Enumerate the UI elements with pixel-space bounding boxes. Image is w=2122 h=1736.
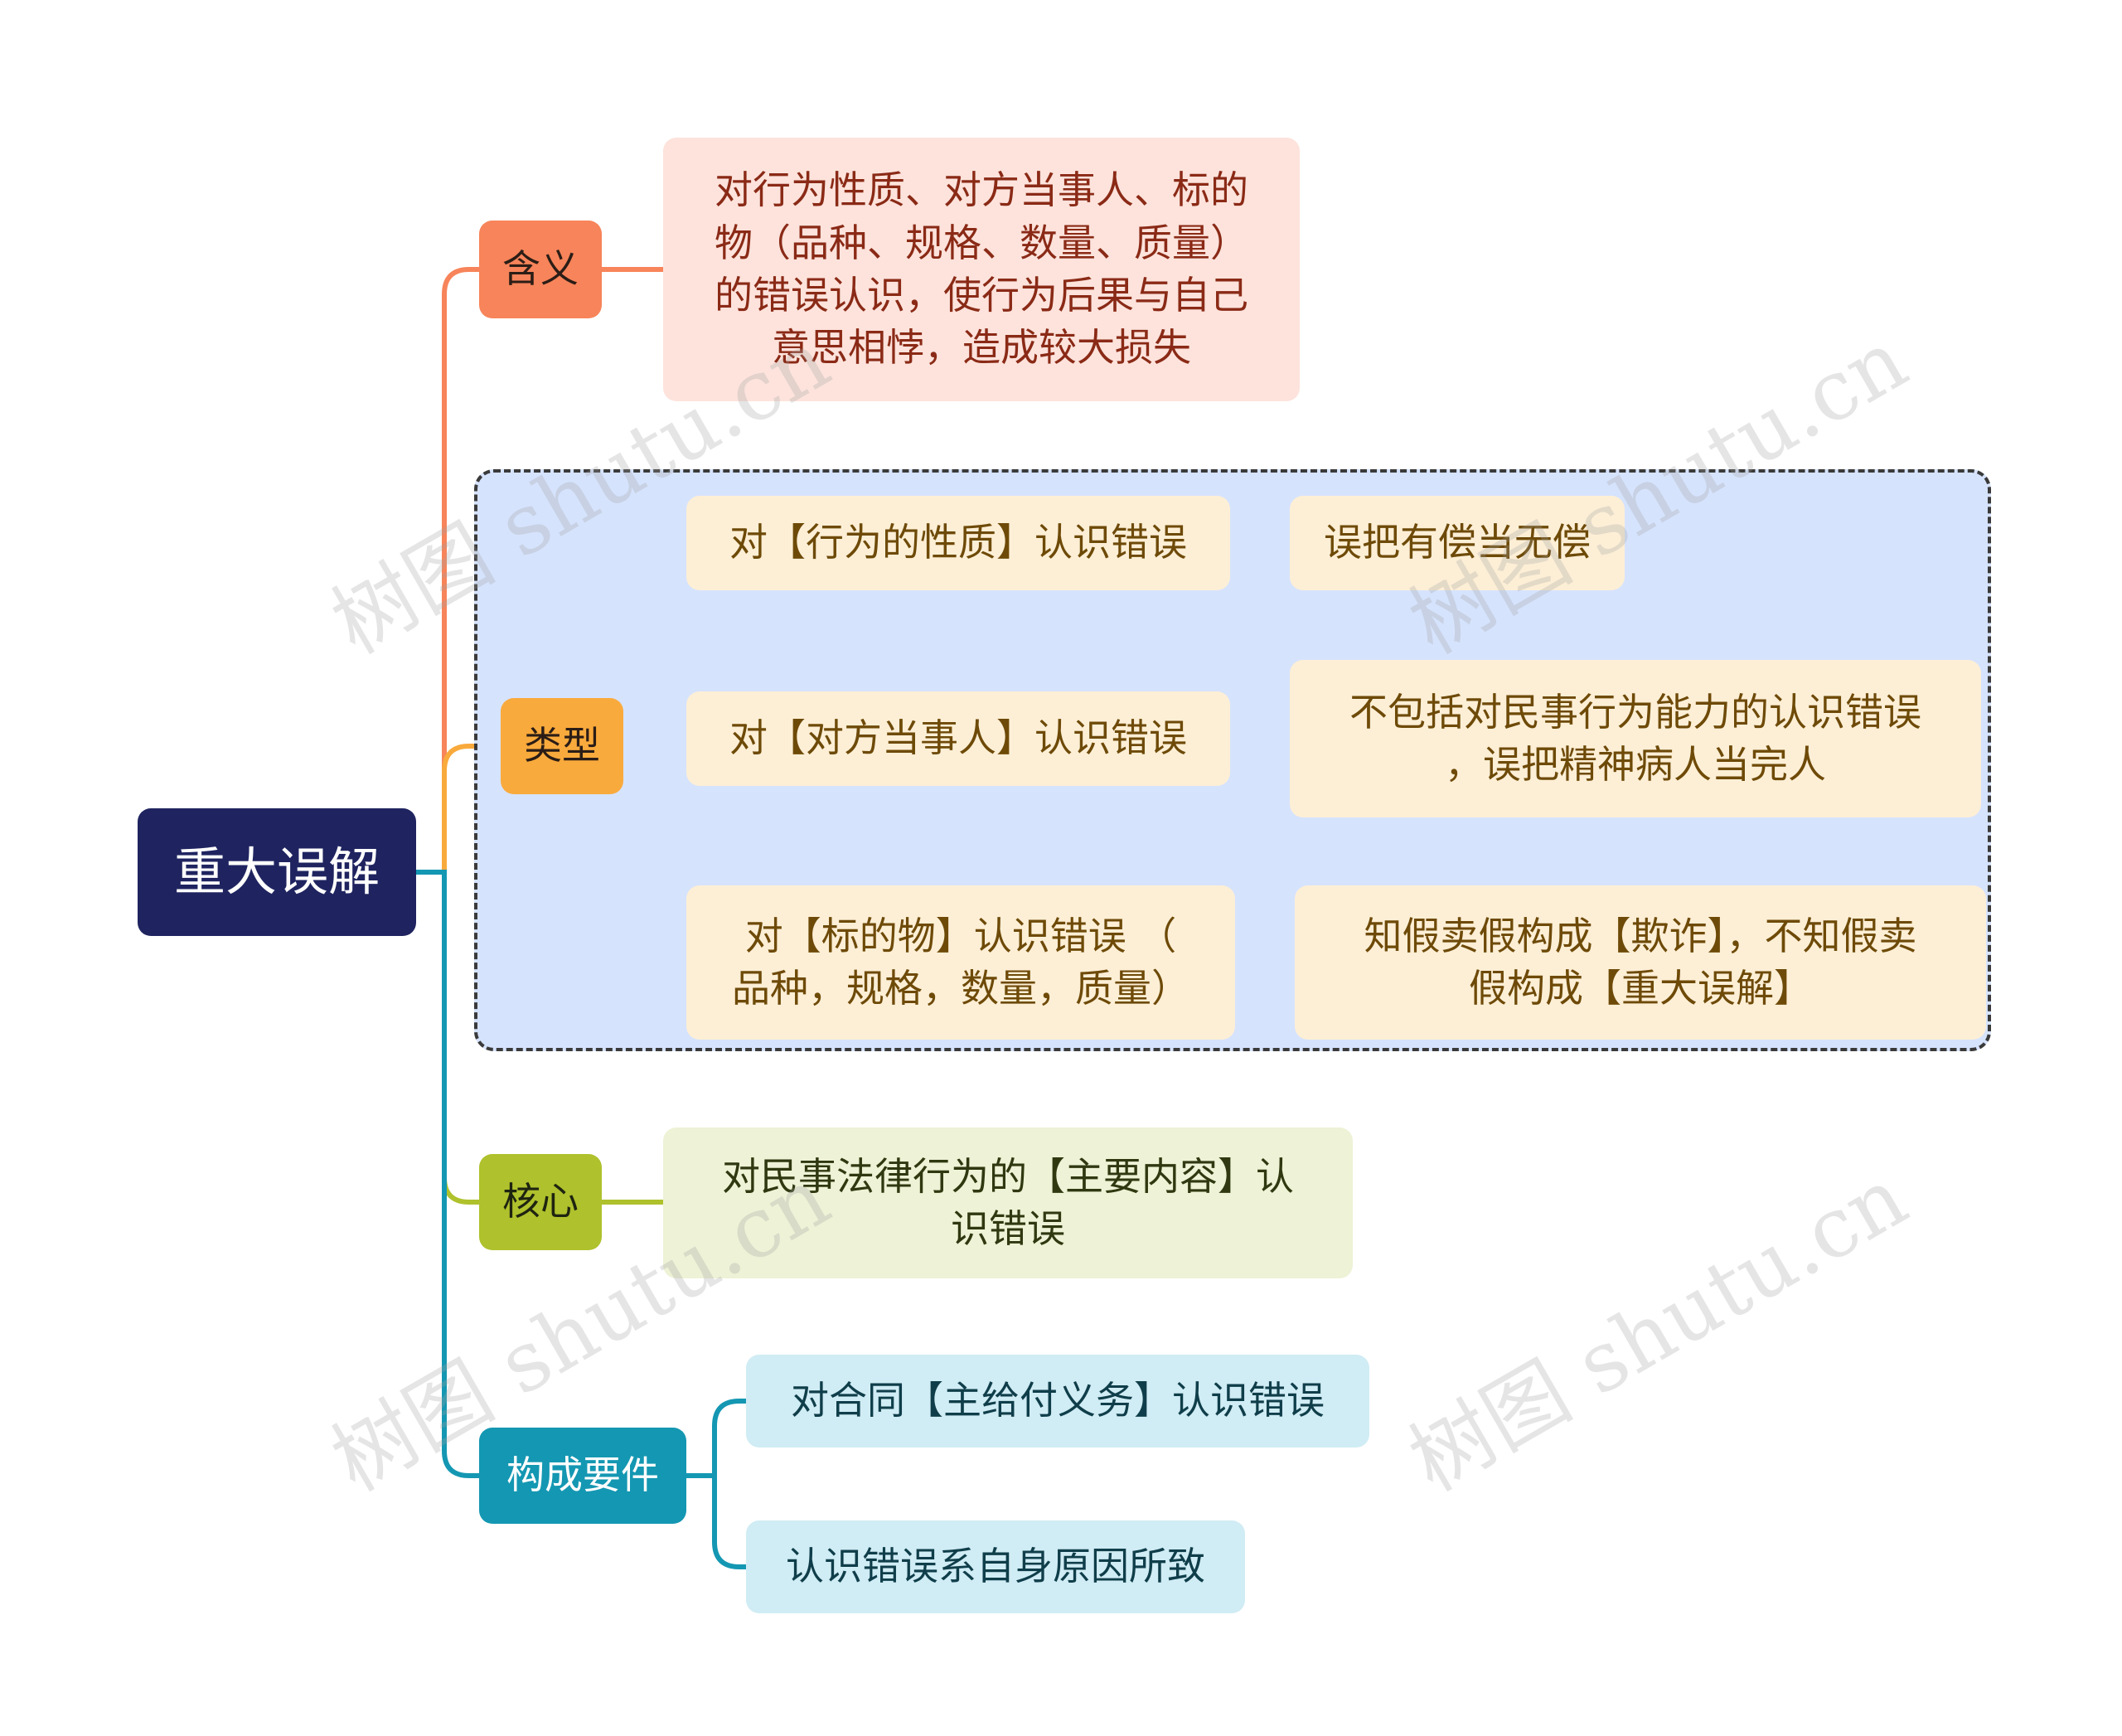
branch-meaning-label: 含义 (502, 246, 579, 292)
type-item-nature-detail[interactable]: 误把有偿当无偿 (1290, 496, 1625, 590)
type-item-nature[interactable]: 对【行为的性质】认识错误 (686, 496, 1230, 590)
type-item-party-detail[interactable]: 不包括对民事行为能力的认识错误 ，误把精神病人当完人 (1290, 660, 1981, 817)
meaning-detail-line: 物（品种、规格、数量、质量） (715, 220, 1248, 265)
type-item-label: 对【对方当事人】认识错误 (729, 715, 1187, 761)
type-item-detail: 误把有偿当无偿 (1324, 520, 1591, 565)
branch-meaning[interactable]: 含义 (479, 221, 602, 318)
root-topic-label: 重大误解 (173, 841, 380, 903)
element-item-label: 认识错误系自身原因所致 (786, 1544, 1205, 1589)
branch-elements-label: 构成要件 (506, 1452, 659, 1498)
branch-elements[interactable]: 构成要件 (479, 1428, 686, 1524)
branch-types[interactable]: 类型 (501, 698, 623, 794)
core-detail-line: 对民事法律行为的【主要内容】认 (722, 1153, 1294, 1199)
type-item-detail: 知假卖假构成【欺诈】，不知假卖 (1364, 913, 1917, 958)
link-elements-item1 (686, 1399, 746, 1478)
type-item-detail: 假构成【重大误解】 (1469, 966, 1812, 1011)
link-root-elements (416, 870, 479, 1478)
type-item-detail: 不包括对民事行为能力的认识错误 (1349, 689, 1921, 735)
element-item-self-cause[interactable]: 认识错误系自身原因所致 (746, 1520, 1245, 1613)
type-item-party[interactable]: 对【对方当事人】认识错误 (686, 691, 1230, 786)
type-item-subject[interactable]: 对【标的物】认识错误 （ 品种，规格，数量，质量） (686, 885, 1235, 1040)
meaning-detail[interactable]: 对行为性质、对方当事人、标的 物（品种、规格、数量、质量） 的错误认识，使行为后… (663, 138, 1300, 401)
type-item-detail: ，误把精神病人当完人 (1445, 742, 1826, 787)
core-detail[interactable]: 对民事法律行为的【主要内容】认 识错误 (663, 1127, 1353, 1278)
meaning-detail-line: 对行为性质、对方当事人、标的 (715, 167, 1248, 213)
meaning-detail-line: 的错误认识，使行为后果与自己 (715, 273, 1248, 318)
type-item-label: 对【行为的性质】认识错误 (729, 520, 1187, 565)
branch-types-label: 类型 (524, 723, 600, 769)
link-root-types (416, 744, 501, 875)
root-topic[interactable]: 重大误解 (138, 808, 416, 936)
core-detail-line: 识错误 (951, 1206, 1065, 1251)
link-root-meaning (416, 267, 479, 875)
link-elements-item2 (686, 1473, 746, 1569)
type-item-subject-detail[interactable]: 知假卖假构成【欺诈】，不知假卖 假构成【重大误解】 (1295, 885, 1986, 1040)
element-item-label: 对合同【主给付义务】认识错误 (791, 1378, 1325, 1423)
branch-core[interactable]: 核心 (479, 1154, 602, 1250)
element-item-obligation[interactable]: 对合同【主给付义务】认识错误 (746, 1355, 1369, 1447)
type-item-label: 对【标的物】认识错误 （ (744, 913, 1177, 958)
branch-core-label: 核心 (502, 1179, 579, 1224)
link-root-core (416, 870, 479, 1205)
meaning-detail-line: 意思相悖，造成较大损失 (772, 325, 1191, 371)
type-item-label: 品种，规格，数量，质量） (732, 966, 1189, 1011)
